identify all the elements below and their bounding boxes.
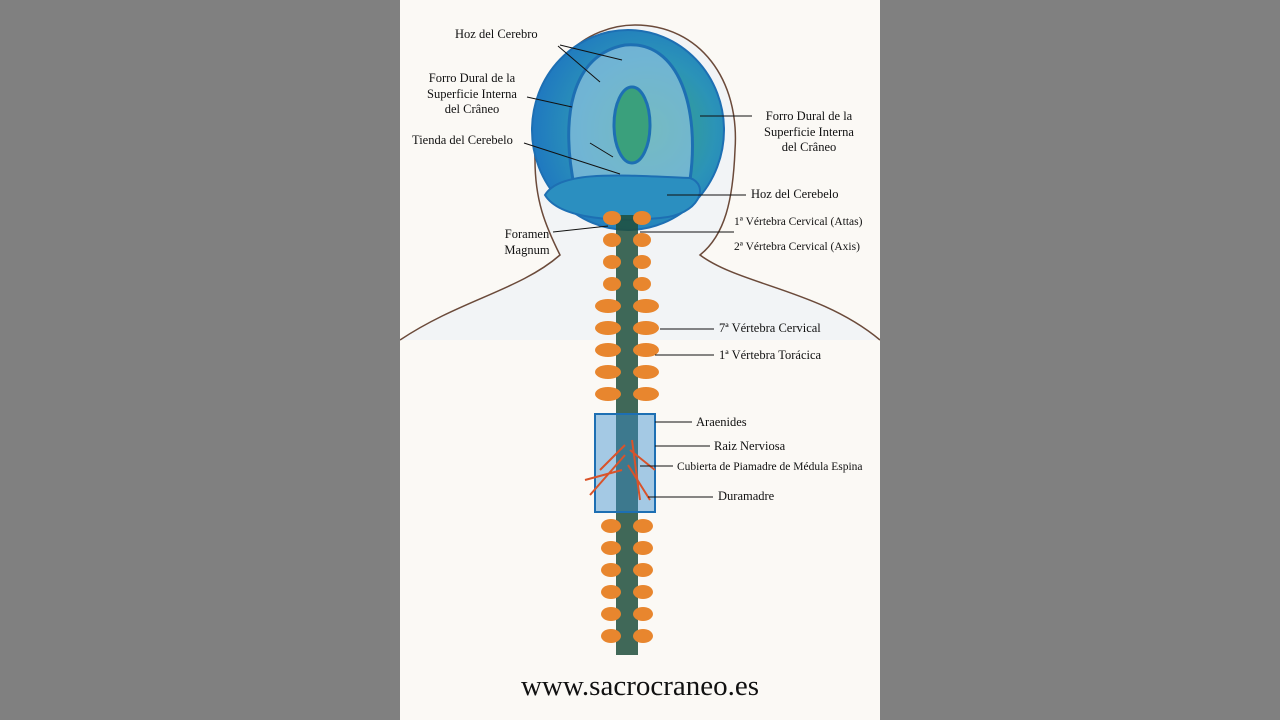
- vertebra: [601, 629, 621, 643]
- label-forro-dural-left: Forro Dural de la Superficie Interna del…: [412, 71, 532, 118]
- label-foramen-magnum: Foramen Magnum: [492, 227, 562, 258]
- vertebra: [601, 519, 621, 533]
- vertebra: [633, 299, 659, 313]
- anatomy-drawing: [400, 24, 880, 655]
- label-line: Forro Dural de la: [428, 71, 516, 85]
- label-duramadre: Duramadre: [718, 489, 775, 503]
- tentorium: [543, 174, 701, 221]
- vertebra: [633, 563, 653, 577]
- vertebra: [633, 343, 659, 357]
- vertebrae: [595, 211, 659, 643]
- label-axis: 2ª Vértebra Cervical (Axis): [734, 241, 860, 253]
- label-c7: 7ª Vértebra Cervical: [719, 321, 821, 335]
- vertebra: [633, 255, 651, 269]
- vertebra: [601, 607, 621, 621]
- leader-lines: [523, 44, 752, 498]
- vertebra: [633, 321, 659, 335]
- label-tienda-cerebelo: Tienda del Cerebelo: [412, 133, 513, 147]
- vertebra: [601, 585, 621, 599]
- vertebra: [601, 541, 621, 555]
- label-forro-dural-right: Forro Dural de la Superficie Interna del…: [752, 109, 866, 156]
- website-watermark: www.sacrocraneo.es: [520, 670, 760, 702]
- spinal-cord: [616, 215, 638, 655]
- vertebra: [633, 365, 659, 379]
- vertebra: [633, 519, 653, 533]
- label-raiz-nerviosa: Raiz Nerviosa: [714, 439, 786, 453]
- vertebra: [603, 277, 621, 291]
- vertebra: [633, 233, 651, 247]
- vertebra: [633, 277, 651, 291]
- label-t1: 1ª Vértebra Torácica: [719, 348, 822, 362]
- vertebra: [595, 299, 621, 313]
- label-line: Superficie Interna: [427, 86, 517, 101]
- label-line: del Crâneo: [444, 102, 500, 116]
- vertebra: [633, 585, 653, 599]
- label-line: Foramen: [504, 227, 550, 241]
- vertebra: [633, 607, 653, 621]
- vertebra: [595, 387, 621, 401]
- vertebra: [595, 343, 621, 357]
- vertebra: [595, 365, 621, 379]
- label-atlas: 1ª Vértebra Cervical (Attas): [734, 216, 863, 228]
- vertebra: [633, 629, 653, 643]
- anatomy-illustration: Hoz del Cerebro Forro Dural de la Superf…: [400, 0, 880, 720]
- nerve-roots: [584, 439, 656, 501]
- vertebra: [601, 563, 621, 577]
- label-araenides: Araenides: [696, 415, 747, 429]
- label-line: Forro Dural de la: [765, 109, 853, 123]
- falx-loop: [612, 85, 652, 165]
- label-hoz-cerebelo: Hoz del Cerebelo: [751, 187, 839, 201]
- vertebra: [603, 211, 621, 225]
- label-line: Superficie Interna: [764, 124, 854, 139]
- label-hoz-cerebro: Hoz del Cerebro: [455, 27, 538, 41]
- label-piamadre: Cubierta de Piamadre de Médula Espina: [677, 461, 863, 473]
- vertebra: [603, 233, 621, 247]
- vertebra: [633, 541, 653, 555]
- vertebra: [633, 211, 651, 225]
- vertebra: [633, 387, 659, 401]
- label-line: Magnum: [504, 242, 550, 257]
- vertebra: [603, 255, 621, 269]
- vertebra: [595, 321, 621, 335]
- label-line: del Crâneo: [781, 140, 837, 154]
